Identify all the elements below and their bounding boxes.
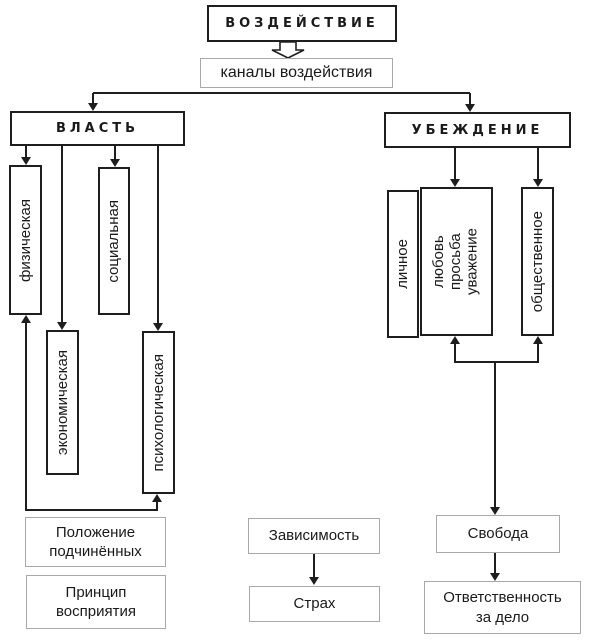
outcome-perception-principle: Принцип восприятия: [26, 575, 166, 629]
arrowhead: [450, 179, 460, 187]
power-physical-node: физическая: [9, 165, 42, 315]
root-node-label: ВОЗДЕЙСТВИЕ: [225, 16, 379, 31]
arrowhead: [110, 159, 120, 167]
power-economic-node: экономическая: [46, 330, 79, 475]
channels-node: каналы воздействия: [200, 58, 393, 88]
arrowhead: [533, 179, 543, 187]
power-social-node: социальная: [98, 167, 130, 315]
persuasion-personal-node: личное: [387, 190, 419, 338]
social-label: социальная: [105, 199, 123, 283]
economic-label: экономическая: [53, 349, 71, 456]
channels-label: каналы воздействия: [220, 63, 373, 81]
persuasion-label: УБЕЖДЕНИЕ: [411, 122, 544, 138]
personal-label: личное: [394, 239, 412, 289]
outcome-dependence: Зависимость: [248, 518, 380, 554]
request-label: просьба: [447, 233, 465, 290]
arrowhead: [450, 336, 460, 344]
psychological-label: психологическая: [149, 353, 167, 472]
arrowhead: [57, 322, 67, 330]
fork-line: [454, 343, 539, 363]
power-label: ВЛАСТЬ: [55, 121, 140, 136]
outcome-subordinates-position: Положение подчинённых: [25, 517, 166, 567]
outcome-fear: Страх: [249, 586, 380, 622]
subordinates-line-2: подчинённых: [49, 543, 142, 560]
persuasion-public-node: общественное: [521, 187, 554, 336]
persuasion-node: УБЕЖДЕНИЕ: [384, 112, 571, 148]
dependence-label: Зависимость: [268, 527, 360, 545]
arrowhead: [153, 323, 163, 331]
arrowhead: [309, 577, 319, 585]
love-label: любовь: [430, 235, 448, 288]
loop-line: [25, 322, 158, 511]
power-node: ВЛАСТЬ: [10, 111, 185, 146]
freedom-label: Свобода: [467, 525, 529, 543]
outcome-freedom: Свобода: [436, 515, 560, 553]
arrowhead: [490, 507, 500, 515]
perception-line-1: Принцип: [65, 583, 127, 601]
love-request-respect-labels: любовь просьба уважение: [430, 227, 481, 296]
arrowhead: [490, 573, 500, 581]
arrowhead: [465, 104, 475, 112]
arrowhead: [88, 103, 98, 111]
arrowhead: [21, 157, 31, 165]
subordinates-line-1: Положение: [55, 523, 136, 541]
responsibility-line-2: за дело: [475, 608, 530, 626]
power-psychological-node: психологическая: [142, 331, 175, 494]
respect-label: уважение: [463, 227, 481, 296]
arrowhead: [152, 494, 162, 502]
outcome-responsibility: Ответственность за дело: [424, 581, 581, 634]
public-label: общественное: [528, 210, 546, 313]
arrowhead: [21, 315, 31, 323]
fear-label: Страх: [293, 595, 336, 613]
root-node-influence: ВОЗДЕЙСТВИЕ: [207, 5, 397, 42]
hollow-down-arrow: [271, 41, 305, 59]
persuasion-love-request-respect-node: любовь просьба уважение: [420, 187, 493, 336]
physical-label: физическая: [16, 198, 34, 282]
perception-line-2: восприятия: [56, 603, 136, 620]
responsibility-line-1: Ответственность: [443, 589, 562, 606]
arrowhead: [533, 336, 543, 344]
